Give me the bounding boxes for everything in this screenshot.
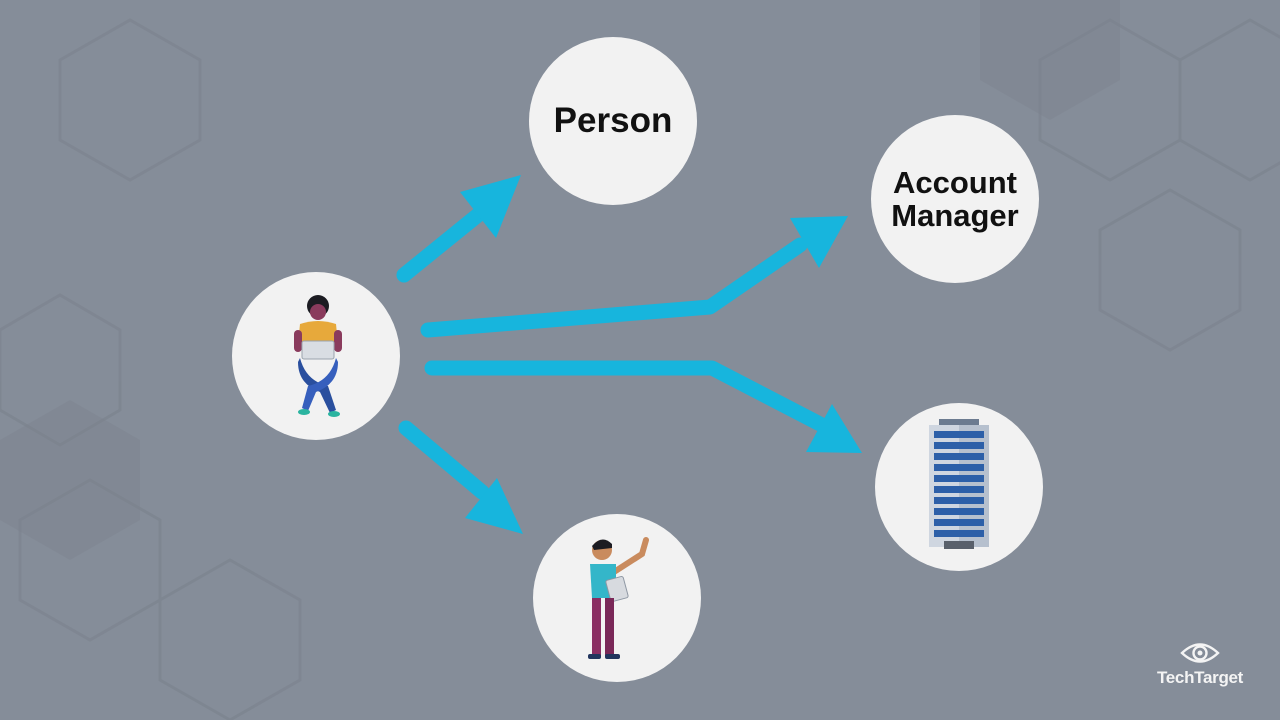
arrow-head — [465, 478, 523, 534]
person-pointing-with-clipboard-icon — [588, 537, 649, 659]
logo-text: TechTarget — [1156, 668, 1244, 687]
building-node — [875, 403, 1043, 571]
arrow-head — [806, 404, 862, 453]
account-manager-node: Account Manager — [871, 115, 1039, 283]
worker-node — [533, 514, 701, 682]
arrow-to-account-manager — [420, 216, 848, 338]
account-manager-label-line2: Manager — [891, 198, 1019, 233]
person-label: Person — [553, 101, 673, 140]
arrow-head — [460, 175, 521, 238]
arrow-to-worker — [398, 420, 523, 534]
person-node: Person — [529, 37, 697, 205]
arrow-to-person — [396, 175, 521, 283]
account-manager-label-line1: Account — [892, 165, 1017, 200]
office-building-icon — [929, 419, 989, 549]
account-manager-label: Account Manager — [891, 166, 1018, 232]
arrow-to-building — [424, 360, 862, 453]
techtarget-logo: TechTarget — [1150, 640, 1250, 692]
person-with-laptop-icon — [294, 295, 342, 417]
user-node — [232, 272, 400, 440]
eye-logo-icon — [1180, 643, 1220, 663]
arrow-head — [790, 216, 848, 268]
